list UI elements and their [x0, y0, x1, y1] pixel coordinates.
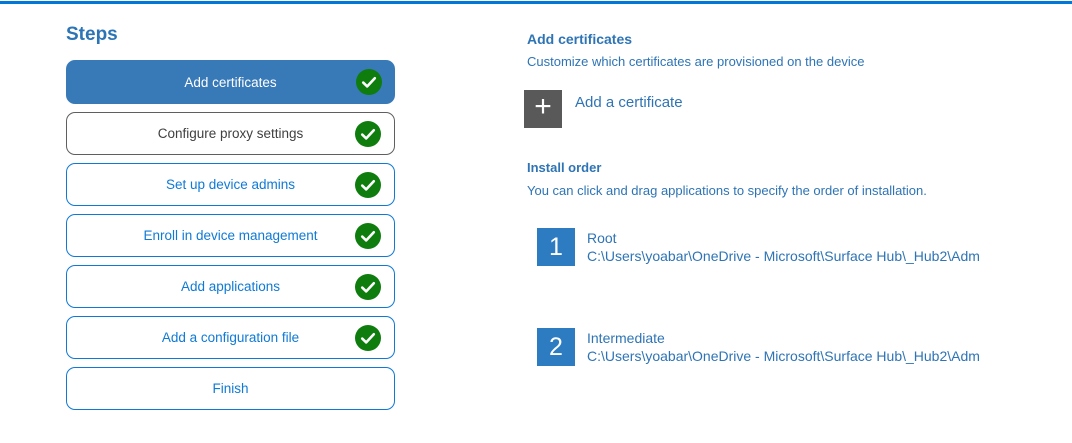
content-panel: Add certificates Customize which certifi…: [524, 0, 1072, 443]
checkmark-icon: [355, 171, 381, 198]
order-number-badge: 1: [537, 228, 575, 266]
add-certificate-row: + Add a certificate: [524, 90, 683, 128]
steps-panel-title: Steps: [66, 24, 118, 45]
install-order-item-intermediate[interactable]: 2 Intermediate C:\Users\yoabar\OneDrive …: [537, 328, 980, 366]
checkmark-icon: [356, 69, 382, 95]
top-accent-line: [0, 1, 1072, 4]
step-label: Configure proxy settings: [157, 126, 304, 141]
page-subtitle: Customize which certificates are provisi…: [527, 54, 865, 69]
add-certificate-label[interactable]: Add a certificate: [575, 94, 683, 111]
install-item-name: Root: [587, 230, 617, 246]
install-item-name: Intermediate: [587, 330, 665, 346]
step-configure-proxy-settings[interactable]: Configure proxy settings: [66, 112, 395, 155]
install-order-item-root[interactable]: 1 Root C:\Users\yoabar\OneDrive - Micros…: [537, 228, 980, 266]
step-label: Add certificates: [184, 74, 277, 90]
checkmark-icon: [355, 120, 381, 147]
install-order-description: You can click and drag applications to s…: [527, 183, 927, 198]
steps-panel: Steps Add certificates Configure proxy s…: [66, 24, 395, 418]
step-add-applications[interactable]: Add applications: [66, 265, 395, 308]
step-label: Set up device admins: [165, 177, 296, 192]
install-item-path: C:\Users\yoabar\OneDrive - Microsoft\Sur…: [587, 248, 980, 264]
step-label: Finish: [212, 381, 249, 396]
step-add-a-configuration-file[interactable]: Add a configuration file: [66, 316, 395, 359]
install-item-text: Root C:\Users\yoabar\OneDrive - Microsof…: [587, 228, 980, 265]
step-finish[interactable]: Finish: [66, 367, 395, 410]
install-item-text: Intermediate C:\Users\yoabar\OneDrive - …: [587, 328, 980, 365]
checkmark-icon: [355, 324, 381, 351]
step-label: Add applications: [180, 279, 281, 294]
plus-icon: +: [534, 90, 552, 123]
step-label: Enroll in device management: [143, 228, 318, 243]
step-add-certificates[interactable]: Add certificates: [66, 60, 395, 104]
page-title: Add certificates: [527, 31, 633, 47]
order-number-badge: 2: [537, 328, 575, 366]
add-certificate-button[interactable]: +: [524, 90, 562, 128]
checkmark-icon: [355, 273, 381, 300]
step-set-up-device-admins[interactable]: Set up device admins: [66, 163, 395, 206]
step-enroll-in-device-management[interactable]: Enroll in device management: [66, 214, 395, 257]
install-item-path: C:\Users\yoabar\OneDrive - Microsoft\Sur…: [587, 348, 980, 364]
checkmark-icon: [355, 222, 381, 249]
step-label: Add a configuration file: [161, 330, 300, 345]
install-order-title: Install order: [527, 160, 602, 175]
